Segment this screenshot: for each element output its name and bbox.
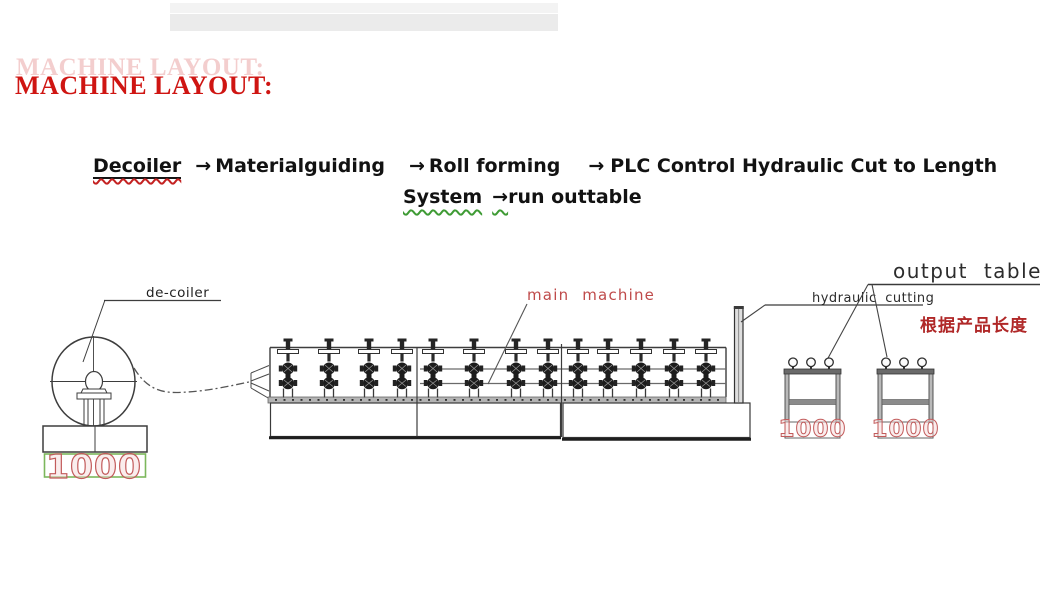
flow-arrow-icon: → [492,186,509,208]
entry-guide-funnel [250,365,270,399]
main-machine-frame [269,346,727,403]
roller-station [537,338,559,398]
page-title-ghost: MACHINE LAYOUT: [16,54,265,81]
decoiler-capacity-value: 1000 [46,447,142,486]
roller-station [567,338,589,398]
output-tables: 1000 1000 [778,357,939,443]
decoiler-capacity-box [43,453,147,478]
machine-base-right [562,402,751,439]
steel-strip-line [133,367,252,394]
output-table-2: 1000 [871,357,939,443]
flow-arrow-icon: → [195,155,212,177]
rail-rivets [275,399,719,401]
flow-step-plc-cut-cont: System [403,186,483,208]
main-machine-label: main machine [527,286,655,304]
flow-arrow-icon: → [408,155,425,177]
output-table-label: output table [893,259,1042,283]
roller-station [463,338,485,398]
decoiler-drawing [42,299,221,478]
main-machine-leader [487,303,528,385]
flow-step-roll-forming: Roll forming [428,155,561,177]
flow-step-material-guiding: Materialguiding [215,155,385,177]
hydraulic-cutter [733,306,744,404]
flow-step-run-out: run outtable [508,186,642,208]
decoiler-label: de-coiler [146,285,209,301]
output-table-2-value: 1000 [871,417,939,443]
top-artifact-bar-dark [170,14,558,31]
roller-stations [277,338,717,398]
output-table-1: 1000 [778,357,846,443]
flow-arrow-icon: → [588,155,605,177]
product-length-note: 根据产品长度 [920,315,1028,336]
roller-station [277,338,299,398]
process-flow-line2: System → run outtable [403,186,642,208]
top-artifact-bar-light [170,3,558,13]
roller-station [597,338,619,398]
machine-base-left [269,402,562,438]
roller-station [318,338,340,398]
roller-station [695,338,717,398]
roller-station [422,338,444,398]
flow-step-decoiler: Decoiler [93,155,182,179]
roller-station [505,338,527,398]
roller-station [391,338,413,398]
roller-station [663,338,685,398]
roller-station [630,338,652,398]
page-title: MACHINE LAYOUT: [15,71,274,100]
hydraulic-cutting-label: hydraulic cutting [812,291,934,306]
output-table-1-value: 1000 [778,417,846,443]
flow-step-plc-cut: PLC Control Hydraulic Cut to Length [610,155,998,177]
roller-station [358,338,380,398]
process-flow-line1: Decoiler → Materialguiding → Roll formin… [93,155,997,179]
